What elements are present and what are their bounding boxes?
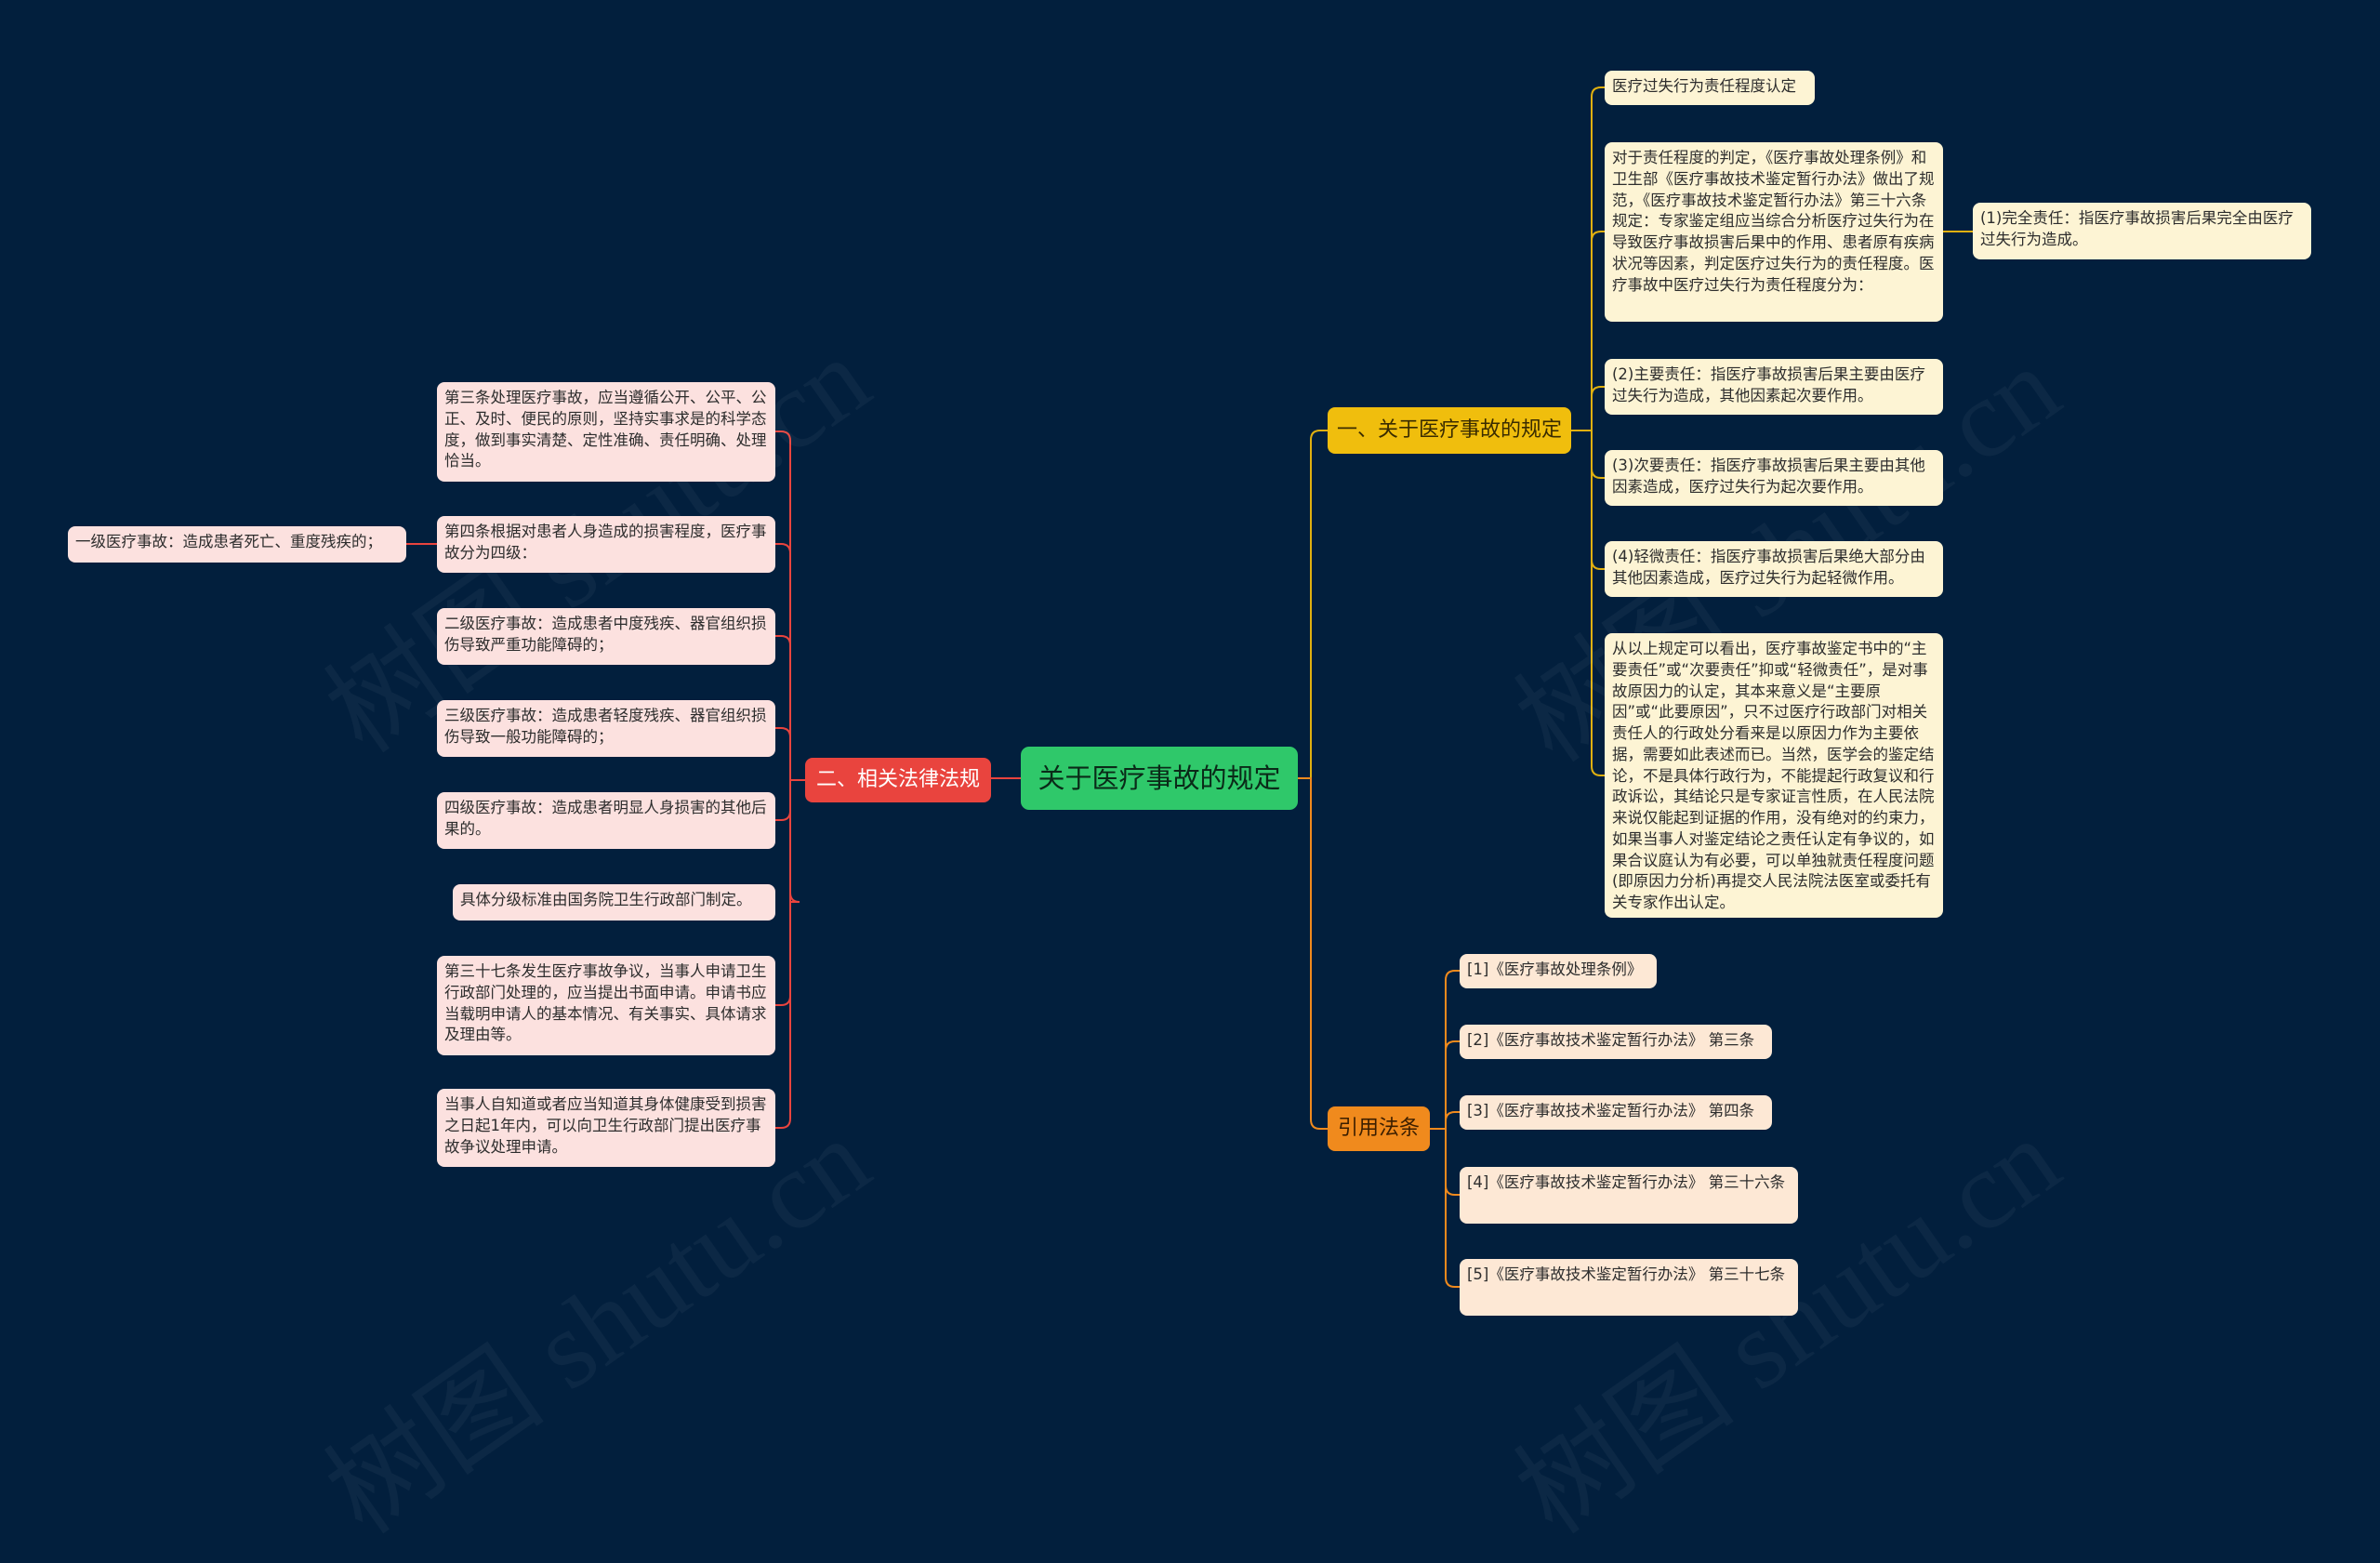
connector-branch1-leaf-5 [1571,430,1605,776]
leaf-grade-4[interactable]: 四级医疗事故：造成患者明显人身损害的其他后果的。 [437,792,775,849]
connector-branch3-leaf-0 [1430,970,1460,1130]
leaf-grade-2[interactable]: 二级医疗事故：造成患者中度残疾、器官组织损伤导致严重功能障碍的； [437,608,775,665]
connector-branch2-leaf-5 [789,779,805,903]
leaf-responsibility-degree[interactable]: 医疗过失行为责任程度认定 [1605,71,1815,105]
branch-related-laws[interactable]: 二、相关法律法规 [805,758,991,802]
leaf-one-year-limit[interactable]: 当事人自知道或者应当知道其身体健康受到损害之日起1年内，可以向卫生行政部门提出医… [437,1089,775,1167]
leaf-grade-3[interactable]: 三级医疗事故：造成患者轻度残疾、器官组织损伤导致一般功能障碍的； [437,700,775,757]
connector-root-branch1 [1298,430,1328,779]
connector-branch2-leaf-1 [775,543,805,781]
citation-3[interactable]: [3]《医疗事故技术鉴定暂行办法》 第四条 [1460,1095,1772,1130]
connector-branch1-leaf-0 [1571,86,1605,431]
citation-4[interactable]: [4]《医疗事故技术鉴定暂行办法》 第三十六条 [1460,1167,1798,1224]
root-node[interactable]: 关于医疗事故的规定 [1021,747,1298,810]
citation-5[interactable]: [5]《医疗事故技术鉴定暂行办法》 第三十七条 [1460,1259,1798,1316]
leaf-article-4[interactable]: 第四条根据对患者人身造成的损害程度，医疗事故分为四级： [437,516,775,573]
citation-2[interactable]: [2]《医疗事故技术鉴定暂行办法》 第三条 [1460,1025,1772,1059]
connector-branch3-leaf-4 [1430,1128,1460,1288]
branch-cited-articles[interactable]: 引用法条 [1328,1106,1430,1151]
connector-branch3-leaf-2 [1430,1111,1460,1130]
citation-1[interactable]: [1]《医疗事故处理条例》 [1460,954,1657,988]
connector-branch1-leaf-2 [1571,386,1605,431]
leaf-article-3[interactable]: 第三条处理医疗事故，应当遵循公开、公平、公正、及时、便民的原则，坚持实事求是的科… [437,382,775,482]
leaf-minor-responsibility[interactable]: (3)次要责任：指医疗事故损害后果主要由其他因素造成，医疗过失行为起次要作用。 [1605,450,1943,506]
connector-root-branch3 [1298,777,1328,1130]
leaf-slight-responsibility[interactable]: (4)轻微责任：指医疗事故损害后果绝大部分由其他因素造成，医疗过失行为起轻微作用… [1605,541,1943,597]
leaf-full-responsibility[interactable]: (1)完全责任：指医疗事故损害后果完全由医疗过失行为造成。 [1973,203,2311,259]
connector-branch2-leaf-2 [775,635,805,781]
leaf-grade-1[interactable]: 一级医疗事故：造成患者死亡、重度残疾的； [68,526,406,563]
leaf-grading-standard[interactable]: 具体分级标准由国务院卫生行政部门制定。 [453,884,775,921]
branch-medical-accident-rules[interactable]: 一、关于医疗事故的规定 [1328,407,1571,454]
connector-branch1-leaf-1 [1571,231,1605,431]
connector-branch2-leaf-0 [775,430,805,781]
leaf-major-responsibility[interactable]: (2)主要责任：指医疗事故损害后果主要由医疗过失行为造成，其他因素起次要作用。 [1605,359,1943,415]
leaf-analysis-conclusion[interactable]: 从以上规定可以看出，医疗事故鉴定书中的“主要责任”或“次要责任”抑或“轻微责任”… [1605,633,1943,918]
leaf-article-37[interactable]: 第三十七条发生医疗事故争议，当事人申请卫生行政部门处理的，应当提出书面申请。申请… [437,956,775,1055]
connector-branch1-leaf-3 [1571,430,1605,479]
leaf-responsibility-judgement[interactable]: 对于责任程度的判定，《医疗事故处理条例》和卫生部《医疗事故技术鉴定暂行办法》做出… [1605,142,1943,322]
connector-branch3-leaf-1 [1430,1040,1460,1130]
connector-branch2-leaf-7 [775,779,805,1129]
connector-branch1-leaf-4 [1571,430,1605,570]
connector-lines [406,86,1973,1288]
connector-branch2-leaf-3 [775,727,805,781]
